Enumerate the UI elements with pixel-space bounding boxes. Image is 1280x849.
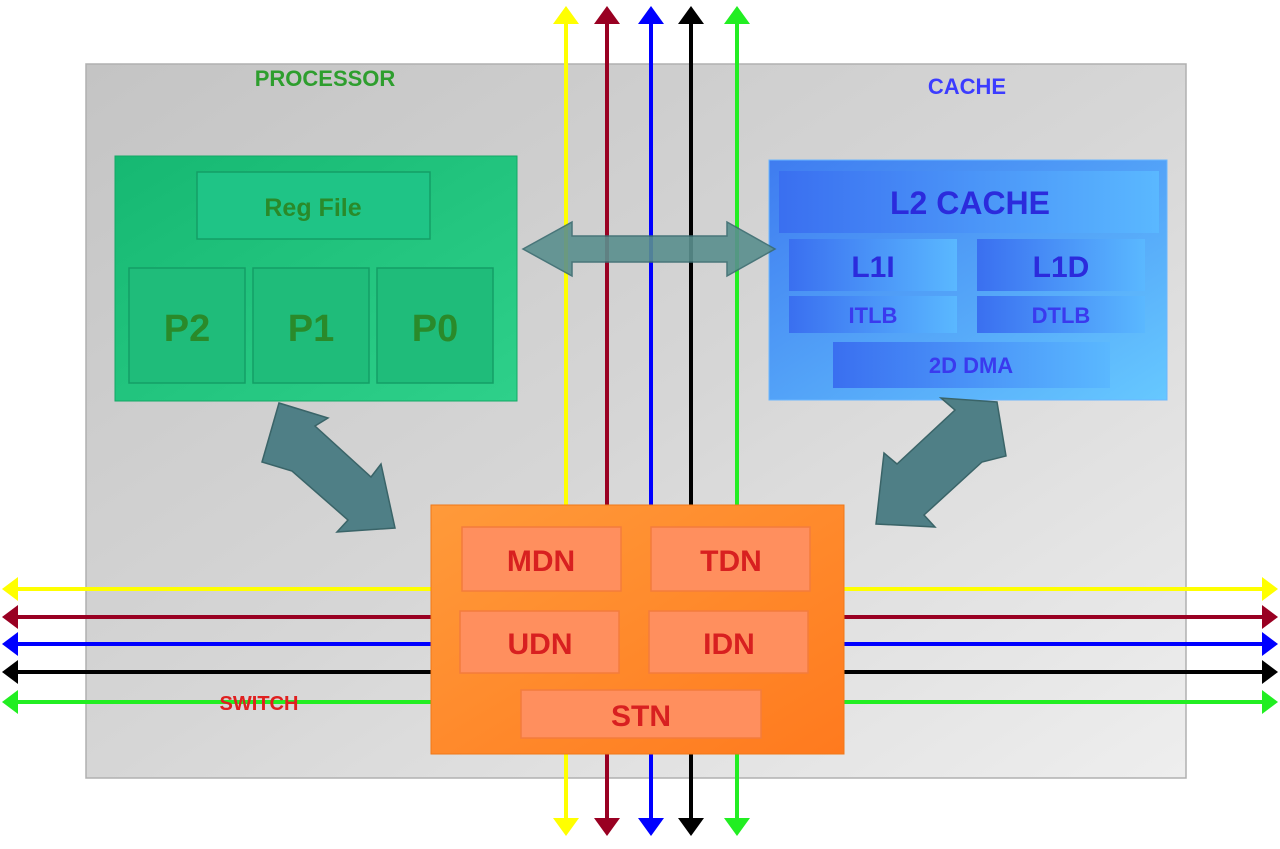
bottom-arrowheads <box>553 818 750 836</box>
idn-box <box>648 610 809 674</box>
arrowhead-down-green <box>724 818 750 836</box>
reg-file-box <box>196 171 431 240</box>
arrowhead-left-yellow <box>2 577 18 601</box>
p1-label: P1 <box>288 308 334 350</box>
l1d-label: L1D <box>1033 251 1090 284</box>
cache-switch-arrow <box>875 397 1007 528</box>
l1i-box <box>789 239 957 291</box>
arrowhead-up-blue <box>638 6 664 24</box>
tdn-label: TDN <box>700 545 762 578</box>
arrowhead-right-yellow <box>1262 577 1278 601</box>
p0-box <box>376 267 494 384</box>
l1i-label: L1I <box>851 251 894 284</box>
switch-block: MDN TDN UDN IDN STN <box>430 504 845 755</box>
mdn-box <box>461 526 622 592</box>
arrowhead-left-maroon <box>2 605 18 629</box>
udn-box <box>459 610 620 674</box>
processor-region-label: PROCESSOR <box>255 66 396 91</box>
processor-cache-arrow <box>521 220 777 278</box>
arrowhead-down-maroon <box>594 818 620 836</box>
arrowhead-left-black <box>2 660 18 684</box>
right-arrowheads <box>1262 577 1278 714</box>
l2-cache-box <box>779 171 1159 233</box>
arrowhead-up-green <box>724 6 750 24</box>
arrowhead-right-blue <box>1262 632 1278 656</box>
itlb-label: ITLB <box>849 303 898 328</box>
arrowhead-up-black <box>678 6 704 24</box>
mdn-label: MDN <box>507 545 575 578</box>
arrowhead-left-green <box>2 690 18 714</box>
processor-block: Reg File P2 P1 P0 <box>114 155 518 402</box>
p2-box <box>128 267 246 384</box>
dtlb-label: DTLB <box>1032 303 1091 328</box>
processor-switch-arrow <box>261 402 396 533</box>
itlb-box <box>789 296 957 333</box>
arrowhead-up-yellow <box>553 6 579 24</box>
dtlb-box <box>977 296 1145 333</box>
l2-cache-label: L2 CACHE <box>890 185 1050 221</box>
p2-label: P2 <box>164 308 210 350</box>
dma-box <box>833 342 1110 388</box>
cache-block: L2 CACHE L1I L1D ITLB DTLB 2D DMA <box>768 159 1168 401</box>
left-arrowheads <box>2 577 18 714</box>
udn-label: UDN <box>508 628 573 661</box>
tdn-box <box>650 526 811 592</box>
arrowhead-right-black <box>1262 660 1278 684</box>
cache-region-label: CACHE <box>928 74 1006 99</box>
switch-region-label: SWITCH <box>220 693 299 715</box>
dma-label: 2D DMA <box>929 353 1013 378</box>
p0-label: P0 <box>412 308 458 350</box>
arrowhead-right-green <box>1262 690 1278 714</box>
arrowhead-down-blue <box>638 818 664 836</box>
arrowhead-up-maroon <box>594 6 620 24</box>
top-arrowheads <box>553 6 750 24</box>
reg-file-label: Reg File <box>264 194 361 222</box>
stn-box <box>520 689 762 739</box>
l1d-box <box>977 239 1145 291</box>
arrowhead-down-black <box>678 818 704 836</box>
p1-box <box>252 267 370 384</box>
arrowhead-left-blue <box>2 632 18 656</box>
idn-label: IDN <box>703 628 755 661</box>
arrowhead-down-yellow <box>553 818 579 836</box>
stn-label: STN <box>611 700 671 733</box>
arrowhead-right-maroon <box>1262 605 1278 629</box>
